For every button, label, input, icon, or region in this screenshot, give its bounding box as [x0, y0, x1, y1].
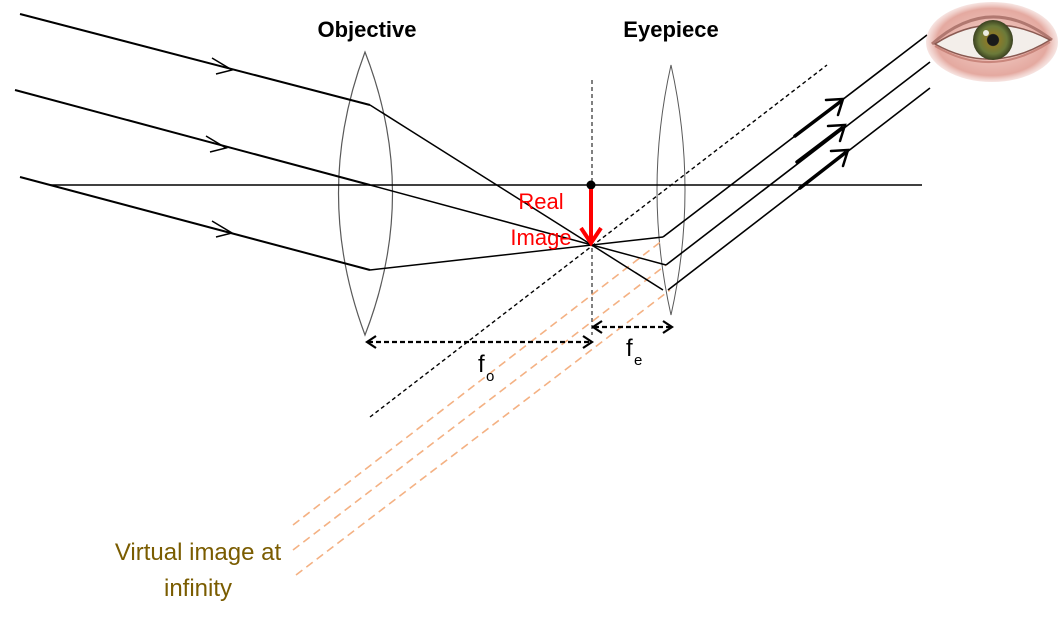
- fe-label: f: [626, 335, 633, 362]
- virtual-ray-2: [292, 264, 667, 551]
- focal-length-markers: [365, 320, 674, 349]
- eye-iris: [973, 20, 1013, 60]
- virtual-ray-3: [295, 289, 671, 576]
- intermediate-rays: [369, 104, 667, 291]
- fe-arrow-left: [591, 320, 603, 334]
- fe-arrow-right: [662, 320, 674, 334]
- outgoing-ray-2: [665, 61, 931, 266]
- real-image-origin-dot: [586, 180, 596, 190]
- fe-label-subscript: e: [634, 352, 642, 369]
- eye-highlight: [983, 30, 989, 36]
- incoming-rays: [14, 13, 371, 271]
- outgoing-arrow-2-shaft: [795, 126, 844, 164]
- arrowhead-top: [211, 57, 234, 75]
- incoming-arrowheads: [205, 57, 234, 238]
- real-image-label-line2: Image: [510, 225, 571, 250]
- incoming-ray-bottom: [19, 176, 371, 271]
- virtual-rays: [292, 239, 671, 576]
- real-image-arrow: [579, 180, 603, 247]
- eye-icon: [926, 2, 1058, 82]
- outgoing-arrow-1-shaft: [793, 100, 842, 138]
- fo-arrow-left: [365, 335, 377, 349]
- eyepiece-label: Eyepiece: [623, 17, 718, 42]
- outgoing-arrow-2-head: [826, 123, 847, 143]
- objective-label: Objective: [317, 17, 416, 42]
- real-image-head: [579, 226, 603, 247]
- arrowhead-middle: [205, 135, 228, 153]
- eyepiece-lens: [656, 64, 686, 316]
- virtual-image-label-line1: Virtual image at: [115, 539, 282, 566]
- outgoing-arrow-3-head: [829, 148, 850, 168]
- fo-arrow-right: [582, 335, 594, 349]
- eye-lower-lid: [934, 41, 1051, 63]
- outgoing-arrow-3-shaft: [798, 151, 847, 190]
- mid-ray-1: [369, 104, 664, 291]
- fo-label: f: [478, 351, 485, 378]
- objective-lens: [337, 50, 394, 337]
- diagonal-dashed-line: [369, 64, 828, 418]
- real-image-label-line1: Real: [518, 189, 563, 214]
- incoming-ray-middle: [14, 89, 371, 186]
- mid-ray-2: [369, 184, 667, 266]
- outgoing-arrows: [793, 97, 850, 190]
- fo-label-subscript: o: [486, 368, 494, 385]
- incoming-ray-top: [19, 13, 371, 106]
- eye-upper-lid: [930, 15, 1053, 46]
- arrowhead-bottom: [211, 220, 234, 238]
- mid-ray-3: [369, 236, 664, 271]
- outgoing-arrow-1-head: [824, 97, 845, 117]
- virtual-image-label-line2: infinity: [164, 575, 232, 602]
